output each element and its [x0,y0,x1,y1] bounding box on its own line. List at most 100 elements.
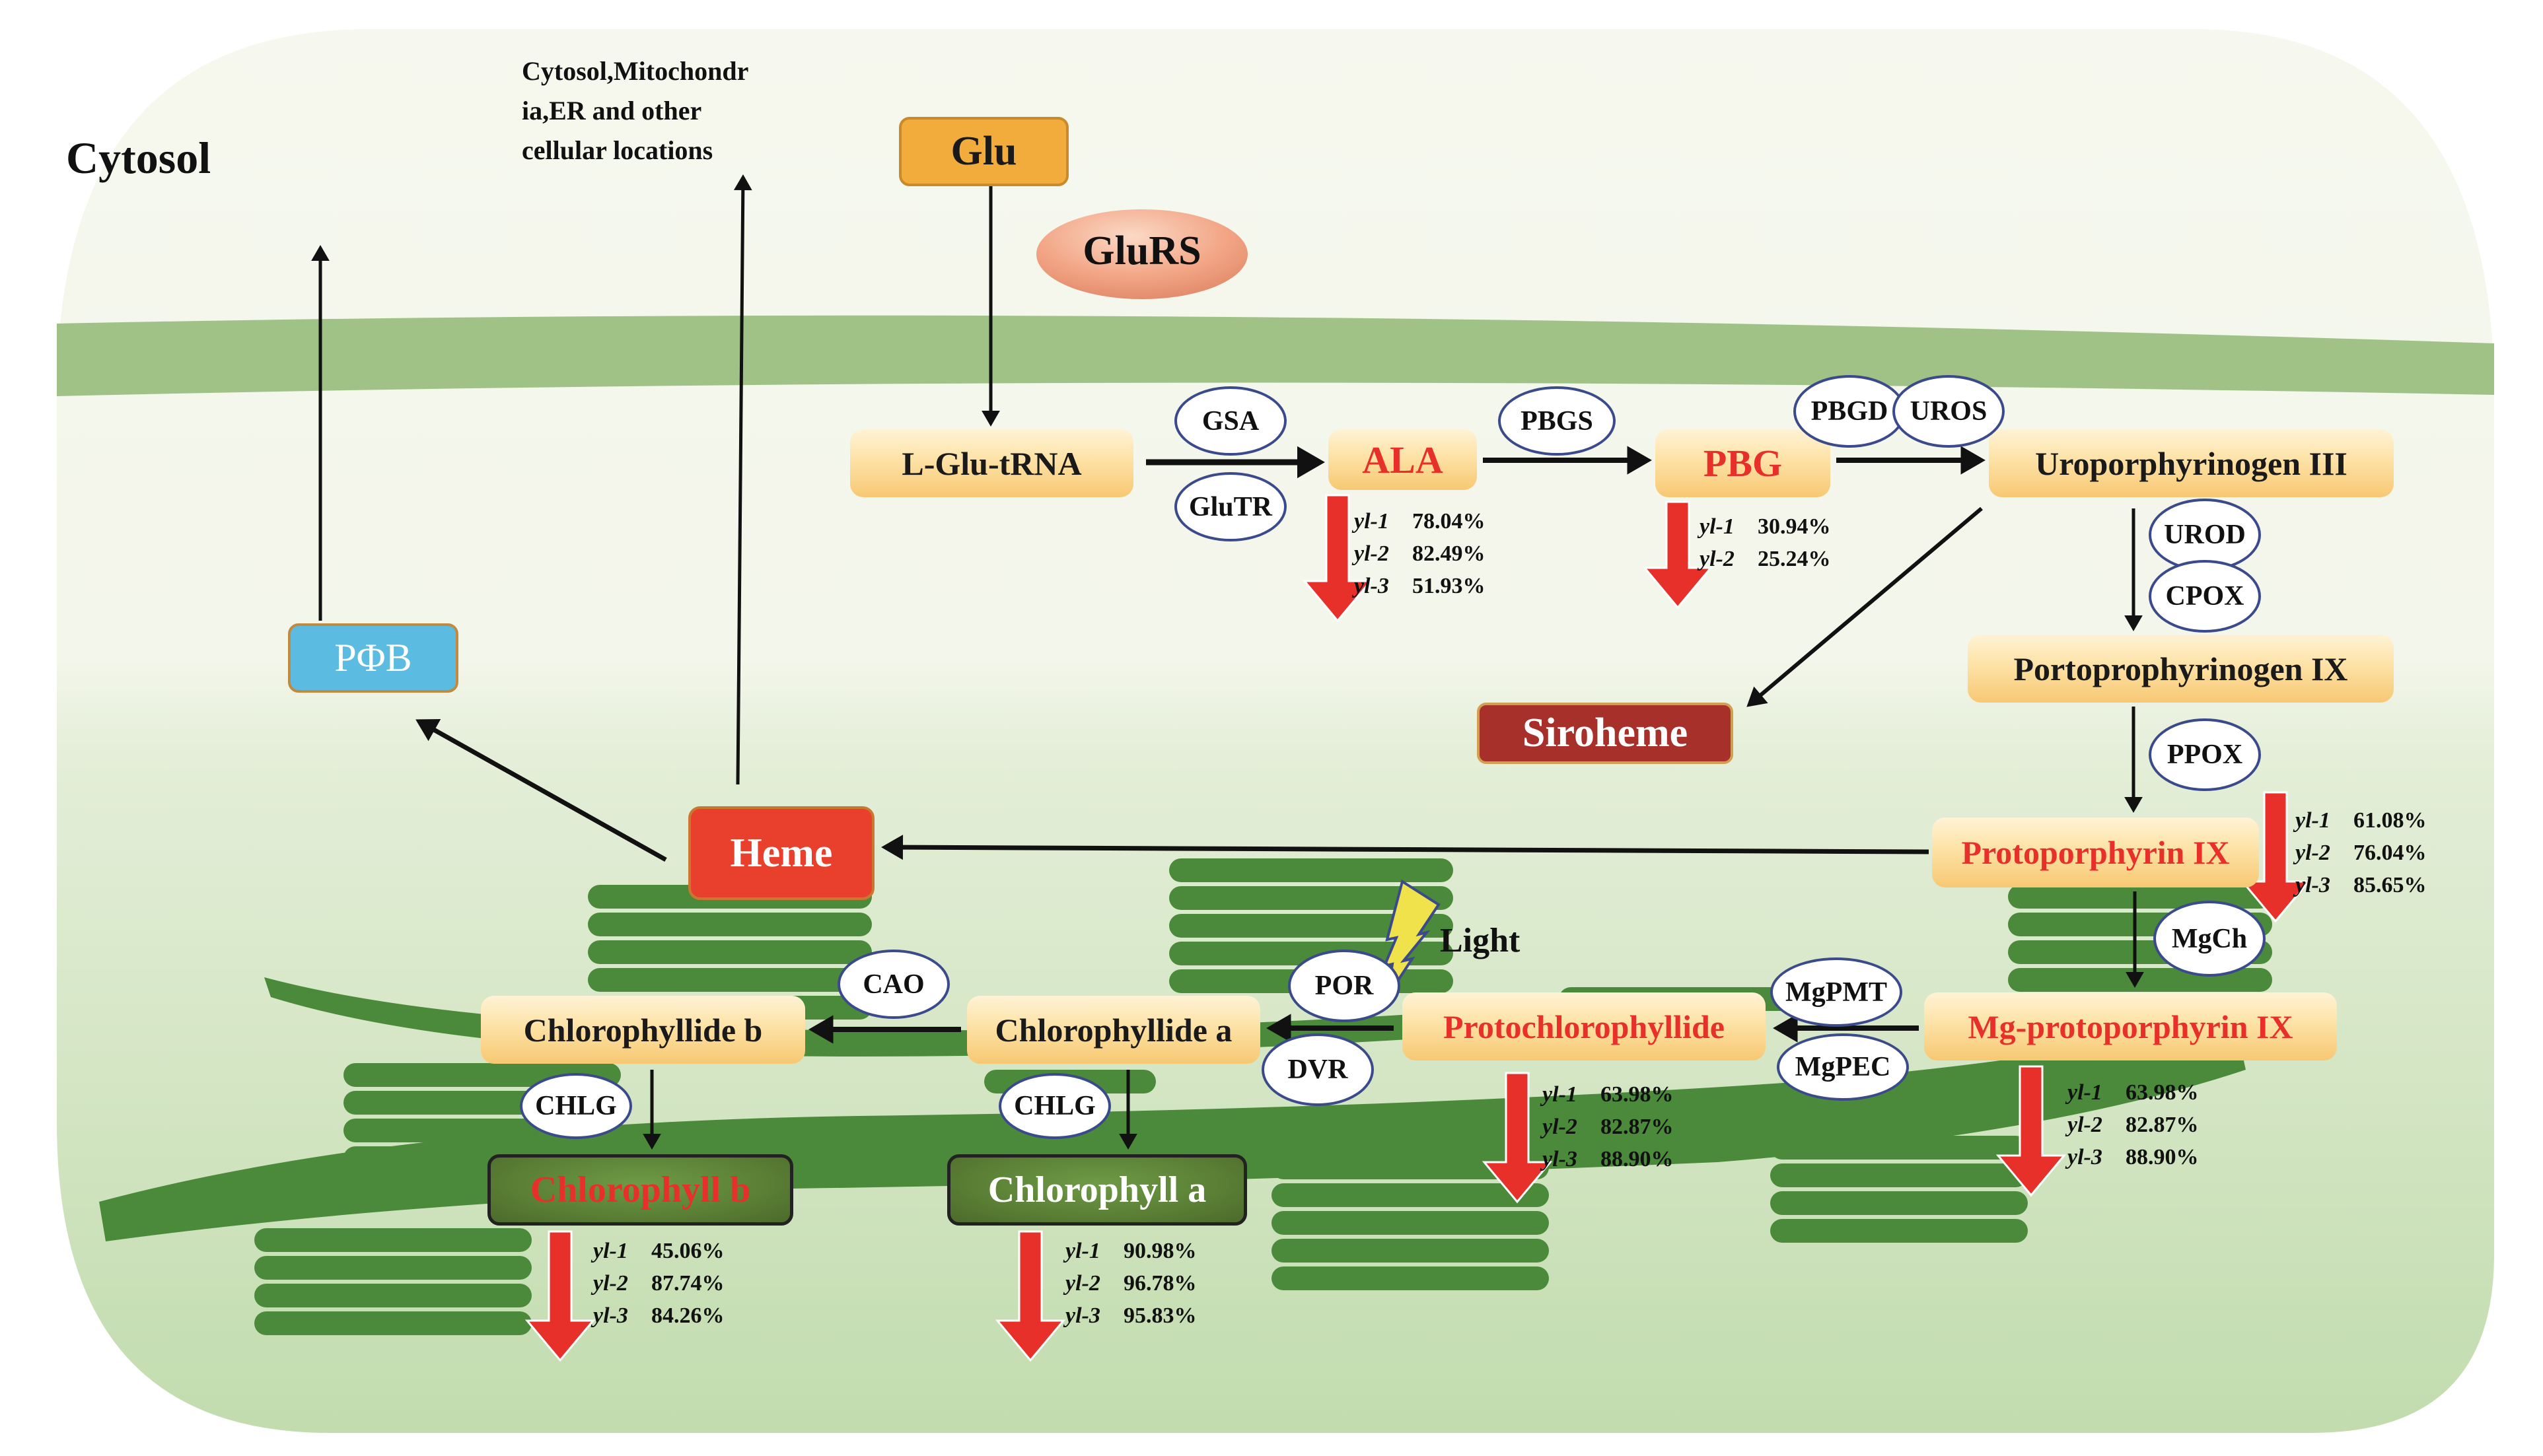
enzyme-pbgd[interactable]: PBGD [1793,375,1906,448]
line-label: yl-3 [2067,1145,2102,1169]
enzyme-cao[interactable]: CAO [838,950,950,1019]
enzyme-por[interactable]: POR [1288,950,1400,1022]
arrow-protoporphyrin-to-mg-protoporphyrin [2126,891,2144,988]
line-label: yl-2 [2295,841,2330,865]
line-label: yl-3 [1354,574,1389,598]
node-uroporphyrinogen-iii[interactable]: Uroporphyrinogen III [1989,429,2394,497]
line-label: yl-3 [593,1303,628,1328]
reduction-percent: 90.98% [1124,1239,1197,1263]
node-ala[interactable]: ALA [1328,429,1477,490]
reduction-row: yl-3 84.26% [593,1300,725,1332]
reduction-percent: 82.87% [2126,1113,2199,1137]
enzyme-mgch[interactable]: MgCh [2153,901,2266,977]
node-chlorophyll-a[interactable]: Chlorophyll a [947,1154,1247,1226]
reduction-row: yl-2 96.78% [1065,1267,1197,1300]
node-glu[interactable]: Glu [899,117,1069,186]
line-label: yl-3 [2295,873,2330,897]
node-pbg[interactable]: PBG [1655,429,1830,497]
reduction-row: yl-1 90.98% [1065,1235,1197,1267]
line-label: yl-1 [2295,808,2330,833]
grana-stack-right-lower-disc [1770,1219,2028,1243]
reduction-percent: 88.90% [1600,1147,1674,1171]
arrow-chlorophyllide-a-to-chlorophyll-a [1119,1070,1137,1150]
node-mg-protoporphyrin-ix[interactable]: Mg-protoporphyrin IX [1924,992,2337,1060]
reduction-percent: 30.94% [1758,514,1831,539]
line-label: yl-2 [1354,541,1389,566]
node-heme[interactable]: Heme [688,806,875,900]
reduction-percent: 63.98% [1600,1082,1674,1107]
reduction-percent: 82.49% [1412,541,1486,566]
arrow-protoporphyrin-to-heme [881,835,1929,860]
reduction-row: yl-2 82.49% [1354,537,1486,570]
line-label: yl-1 [1065,1239,1100,1263]
export-note-line: Cytosol,Mitochondr [522,56,749,86]
arrow-protochlorophyllide-to-chlorophyllide-a [1266,1014,1394,1043]
grana-stack-center-lower-disc [1272,1266,1549,1290]
enzyme-glutr[interactable]: GluTR [1174,472,1287,541]
chloroplast-envelope [57,315,2494,396]
reduction-row: yl-1 61.08% [2295,804,2427,837]
reduction-percent: 84.26% [651,1303,725,1328]
node-chlorophyll-b[interactable]: Chlorophyll b [487,1154,793,1226]
enzyme-urod[interactable]: UROD [2149,499,2261,571]
node-chlorophyllide-b[interactable]: Chlorophyllide b [481,996,805,1064]
enzyme-uros[interactable]: UROS [1892,375,2005,448]
node-protoporphyrin-ix[interactable]: Protoporphyrin IX [1932,817,2259,887]
line-label: yl-2 [1065,1271,1100,1296]
line-label: yl-1 [1354,509,1389,534]
grana-stack-right-lower-disc [1770,1191,2028,1215]
reduction-percent: 61.08% [2353,808,2427,833]
arrow-heme-to-phytochromobilin [415,719,667,862]
node-protochlorophyllide[interactable]: Protochlorophyllide [1402,992,1766,1060]
node-l-glu-trna[interactable]: L-Glu-tRNA [850,429,1133,497]
reduction-percent: 63.98% [2126,1080,2199,1105]
decrease-arrow-chlorophyll-b [524,1230,596,1362]
node-phytochromobilin[interactable]: PΦB [288,623,458,693]
decrease-arrow-pbg [1642,501,1713,609]
arrow-ala-to-pbg [1483,446,1652,475]
node-portoprophyrinogen-ix[interactable]: Portoprophyrinogen IX [1968,635,2394,703]
reduction-percent: 76.04% [2353,841,2427,865]
enzyme-gsa[interactable]: GSA [1174,386,1287,456]
arrow-chlorophyllide-a-to-chlorophyllide-b [808,1015,961,1044]
enzyme-chlg-a[interactable]: CHLG [999,1073,1111,1139]
arrow-uroporphyrinogen-to-siroheme [1746,506,1983,707]
enzyme-dvr[interactable]: DVR [1262,1033,1374,1106]
arrow-l-glu-trna-to-ala [1146,446,1325,479]
line-label: yl-1 [593,1239,628,1263]
reduction-percent: 51.93% [1412,574,1486,598]
enzyme-ppox[interactable]: PPOX [2149,718,2261,791]
grana-stack-center-lower-disc [1272,1211,1549,1235]
line-label: yl-2 [1700,547,1735,571]
decrease-arrow-protochlorophyllide [1482,1072,1553,1204]
node-chlorophyllide-a[interactable]: Chlorophyllide a [967,996,1260,1064]
enzyme-mgpmt[interactable]: MgPMT [1770,957,1902,1027]
arrow-portoprophyrinogen-to-protoporphyrin [2124,707,2143,813]
reduction-percent: 82.87% [1600,1115,1674,1139]
grana-stack-left-lower-disc [254,1284,532,1307]
export-note-line: ia,ER and other [522,96,702,125]
enzyme-chlg-b[interactable]: CHLG [520,1073,632,1139]
arrow-pbg-to-uroporphyrinogen [1836,446,1986,475]
arrow-uroporphyrinogen-to-portoprophyrinogen [2124,508,2143,631]
enzyme-glurs[interactable]: GluRS [1083,228,1201,273]
enzyme-cpox[interactable]: CPOX [2149,560,2261,633]
enzyme-pbgs[interactable]: PBGS [1498,386,1616,456]
line-label: yl-2 [593,1271,628,1296]
node-siroheme[interactable]: Siroheme [1477,703,1733,764]
enzyme-mgpec[interactable]: MgPEC [1777,1033,1909,1101]
reduction-percent: 96.78% [1124,1271,1197,1296]
glurs-enzyme-sphere [1036,209,1248,299]
grana-stack-heme-disc [588,913,872,936]
grana-stack-center-disc [1169,914,1453,938]
